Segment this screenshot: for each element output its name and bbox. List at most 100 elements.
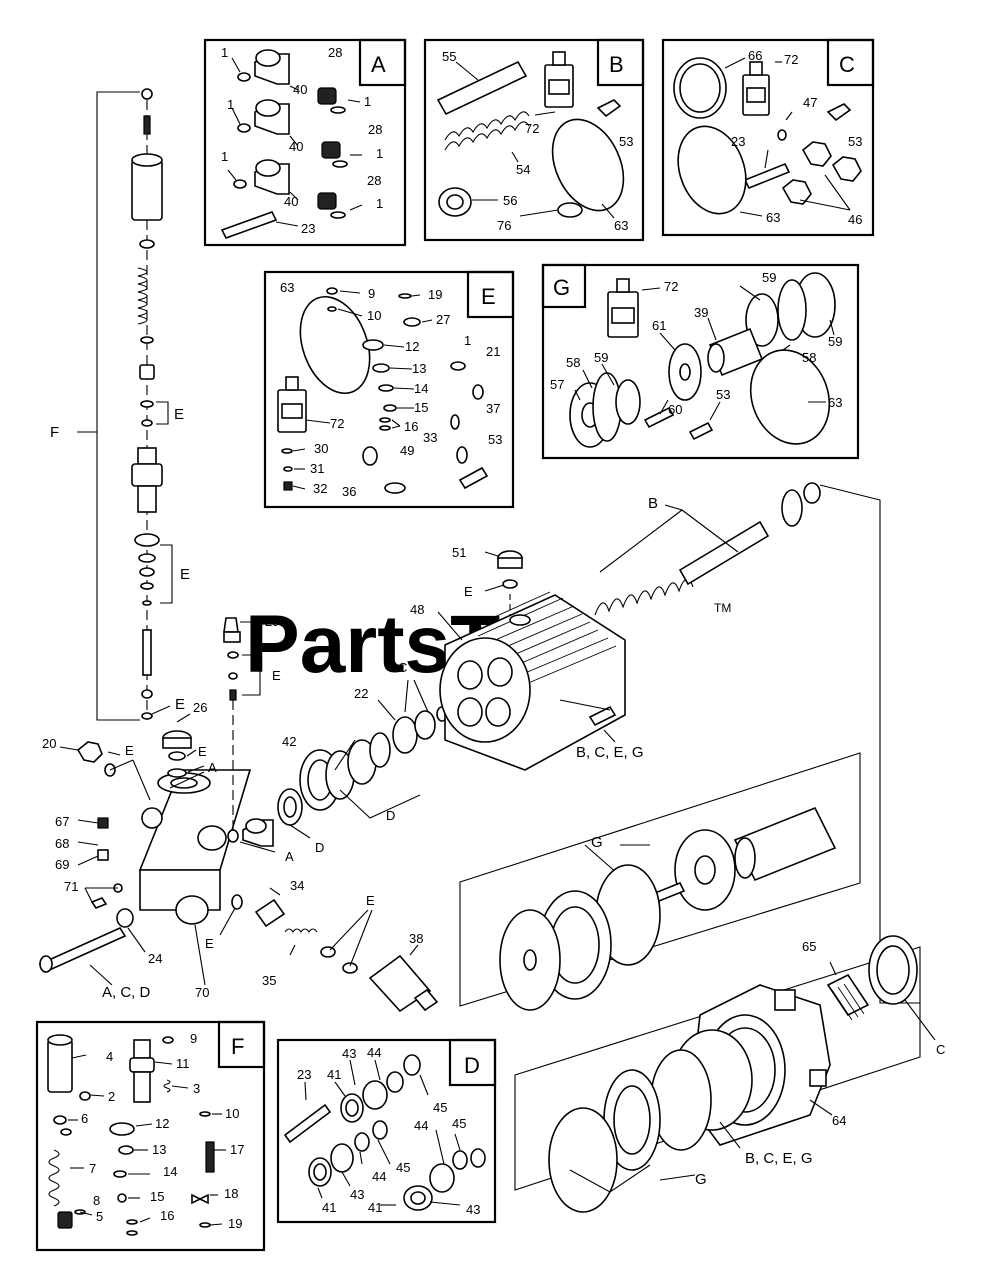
pin-icon <box>205 1141 215 1173</box>
part-callout-label: 45 <box>452 1116 466 1131</box>
spring-icon <box>444 111 530 151</box>
part-callout-label: 23 <box>301 221 315 236</box>
oil-bottle-icon <box>607 278 639 338</box>
part-callout-label: 9 <box>190 1031 197 1046</box>
gasket-icon <box>677 125 747 215</box>
valve-seat-icon <box>283 481 293 491</box>
washer-icon <box>354 1054 486 1170</box>
part-callout-label: 64 <box>832 1113 846 1128</box>
thrust-washer-icon <box>615 272 836 425</box>
kit-box-e: E <box>263 270 515 509</box>
part-callout-label: 61 <box>652 318 666 333</box>
part-callout-label: 16 <box>404 419 418 434</box>
part-callout-label: 43 <box>342 1046 356 1061</box>
part-callout-label: 22 <box>354 686 368 701</box>
part-callout-label: 51 <box>452 545 466 560</box>
valve-part-icon <box>242 818 274 847</box>
o-ring-icon <box>139 239 155 249</box>
part-callout-label: 29 <box>265 614 279 629</box>
fitting-icon-69 <box>97 849 109 861</box>
part-callout-label: 13 <box>412 361 426 376</box>
part-callout-label: 14 <box>163 1164 177 1179</box>
part-callout-label: 72 <box>525 121 539 136</box>
part-callout-label: 59 <box>828 334 842 349</box>
kit-box-f: F <box>35 1020 266 1252</box>
part-callout-label: 41 <box>368 1200 382 1215</box>
kit-d-title: D <box>464 1053 480 1078</box>
gasket-icon <box>299 295 371 395</box>
unloader-fitting-icon <box>254 898 286 928</box>
part-callout-label: 1 <box>376 196 383 211</box>
part-callout-label: 34 <box>290 878 304 893</box>
part-callout-label: B <box>648 495 658 512</box>
fitting-icon <box>97 817 109 829</box>
spring-icon <box>317 87 341 210</box>
screw-icon <box>458 466 489 490</box>
part-callout-label: 18 <box>224 1186 238 1201</box>
washer-icon <box>116 908 134 928</box>
kit-box-b: B 55 72 53 54 56 76 63 <box>423 38 645 242</box>
part-callout-label: 53 <box>848 134 862 149</box>
part-callout-label: 1 <box>227 97 234 112</box>
washer-icon-lower <box>548 1107 618 1213</box>
part-callout-label: E <box>464 584 473 599</box>
part-callout-label: 30 <box>314 441 328 456</box>
part-callout-label: 71 <box>64 879 78 894</box>
outlet-fitting-icon <box>368 954 439 1013</box>
part-callout-label: 63 <box>280 280 294 295</box>
part-callout-label: 37 <box>486 401 500 416</box>
part-callout-label: 44 <box>372 1169 386 1184</box>
spring-icon <box>284 928 318 933</box>
part-callout-label: B, C, E, G <box>576 744 644 761</box>
kit-g-title: G <box>553 275 570 300</box>
watermark-trademark: TM <box>714 601 731 615</box>
part-callout-label: 48 <box>410 602 424 617</box>
part-callout-label: A <box>285 849 294 864</box>
part-callout-label: 41 <box>322 1200 336 1215</box>
kit-box-g: G <box>541 263 860 460</box>
part-callout-label: 53 <box>716 387 730 402</box>
o-ring-icon <box>281 287 484 494</box>
part-callout-label: 54 <box>516 162 530 177</box>
part-callout-label: 43 <box>466 1202 480 1217</box>
part-callout-label: 66 <box>748 48 762 63</box>
part-callout-label: 69 <box>55 857 69 872</box>
pulley-icon <box>569 372 622 448</box>
part-callout-label: 1 <box>221 149 228 164</box>
bolt-icon <box>38 926 127 974</box>
screw-icon-2 <box>688 421 714 441</box>
nut-icon <box>781 141 862 205</box>
part-callout-label: 47 <box>803 95 817 110</box>
kit-a-title: A <box>371 52 386 77</box>
part-callout-label: 56 <box>503 193 517 208</box>
plunger-icon <box>678 520 770 586</box>
needle-bearing-icon <box>826 973 870 1017</box>
seat-icon <box>139 364 155 380</box>
part-callout-label: 5 <box>96 1209 103 1224</box>
part-callout-label: 28 <box>367 173 381 188</box>
unloader-body-icon <box>47 1034 73 1093</box>
part-callout-label: 40 <box>289 139 303 154</box>
part-callout-label: 23 <box>297 1067 311 1082</box>
plunger-spring-icon <box>594 578 694 616</box>
crankcase-assembly: G 65 C 64 B, C, E, G G <box>459 752 945 1213</box>
part-callout-label: E <box>174 406 184 423</box>
stem-icon <box>143 115 151 135</box>
bolt-kit-label: A, C, D <box>102 984 151 1001</box>
part-callout-label: E <box>272 668 281 683</box>
part-callout-label: 13 <box>152 1142 166 1157</box>
part-callout-label: 14 <box>414 381 428 396</box>
screw-icon <box>596 99 622 118</box>
part-callout-label: 19 <box>428 287 442 302</box>
part-callout-label: 43 <box>350 1187 364 1202</box>
manifold-body-icon <box>138 769 252 925</box>
part-callout-label: 23 <box>731 134 745 149</box>
part-callout-label: 72 <box>330 416 344 431</box>
part-callout-label: 35 <box>262 973 276 988</box>
pump-body-assembly: 51 E 48 B B, C, E, G <box>410 482 920 1004</box>
kit-c-title: C <box>839 52 855 77</box>
seal-icon <box>308 1093 433 1211</box>
part-callout-label: 31 <box>310 461 324 476</box>
part-callout-label: D <box>315 840 324 855</box>
